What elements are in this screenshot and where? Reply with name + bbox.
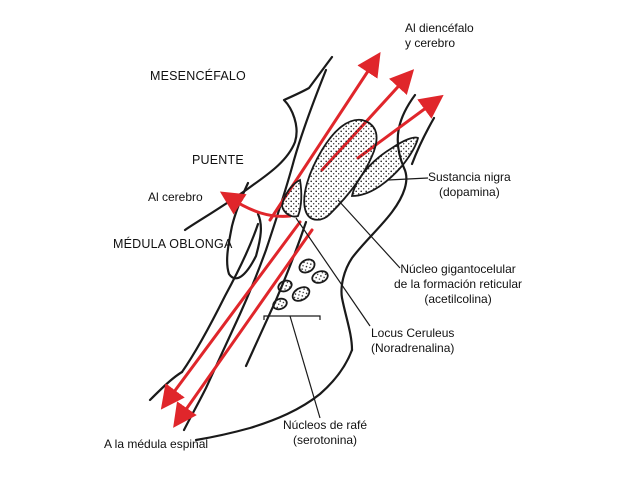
pathway-arrow-cerebrum xyxy=(219,191,292,218)
label-mesencephalon: MESENCÉFALO xyxy=(150,69,246,83)
label-substantia-nigra-line2: (dopamina) xyxy=(439,185,500,199)
raphe-bracket xyxy=(263,315,321,320)
label-diencephalon-line1: Al diencéfalo xyxy=(405,21,474,35)
label-locus-ceruleus: Locus Ceruleus (Noradrenalina) xyxy=(371,326,454,356)
locus-ceruleus-shape xyxy=(281,178,303,218)
label-gigantocellular: Núcleo gigantocelular de la formación re… xyxy=(394,262,522,307)
label-substantia-nigra: Sustancia nigra (dopamina) xyxy=(428,170,511,200)
label-raphe: Núcleos de rafé (serotonina) xyxy=(283,418,367,448)
raphe-nucleus-2 xyxy=(311,270,329,284)
outline-inner-column xyxy=(182,68,328,432)
gigantocellular-nucleus-shape xyxy=(303,118,378,221)
label-raphe-line2: (serotonina) xyxy=(293,433,358,447)
label-gigantocellular-line3: (acetilcolina) xyxy=(424,292,492,306)
label-locus-line1: Locus Ceruleus xyxy=(371,326,455,340)
label-gigantocellular-line1: Núcleo gigantocelular xyxy=(400,262,516,276)
leader-raphe xyxy=(289,315,321,419)
raphe-nucleus-1 xyxy=(298,258,316,274)
outline-right-top xyxy=(410,116,436,166)
pathway-arrow-down-right xyxy=(173,228,314,428)
raphe-nucleus-3 xyxy=(277,279,293,293)
label-diencephalon-line2: y cerebro xyxy=(405,36,456,50)
label-locus-line2: (Noradrenalina) xyxy=(371,341,455,355)
label-medulla: MÉDULA OBLONGA xyxy=(113,237,233,251)
substantia-nigra-shape xyxy=(350,136,420,197)
raphe-nucleus-5 xyxy=(272,297,288,311)
leader-locus xyxy=(295,217,371,327)
outline-medulla-left xyxy=(180,222,260,374)
nuclei xyxy=(272,118,420,311)
raphe-nucleus-4 xyxy=(291,286,311,302)
label-diencephalon: Al diencéfalo y cerebro xyxy=(405,21,474,51)
label-to-cerebrum: Al cerebro xyxy=(148,190,203,204)
label-gigantocellular-line2: de la formación reticular xyxy=(394,277,523,291)
leader-lines xyxy=(263,177,429,419)
pathway-arrow-down-left xyxy=(160,220,302,410)
outline-right-lower xyxy=(194,348,354,442)
label-substantia-nigra-line1: Sustancia nigra xyxy=(428,170,511,184)
label-pons: PUENTE xyxy=(192,153,244,167)
label-spinal-cord: A la médula espinal xyxy=(104,437,209,451)
label-raphe-line1: Núcleos de rafé xyxy=(283,418,368,432)
leader-gigantocellular xyxy=(337,199,401,269)
leader-substantia-nigra xyxy=(387,177,429,181)
